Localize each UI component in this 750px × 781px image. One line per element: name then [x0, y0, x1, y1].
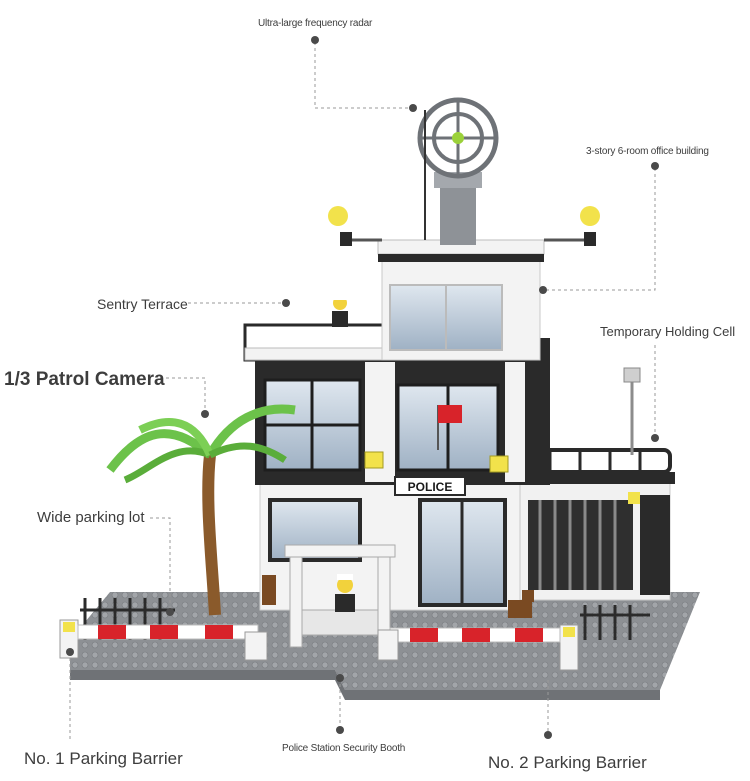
minifigure-icon [332, 295, 348, 327]
dog-icon [262, 575, 534, 618]
callout-holding: Temporary Holding Cell [600, 324, 736, 339]
callout-leaders [66, 36, 659, 742]
minifigure-icon [335, 574, 355, 612]
siren-light-icon [364, 451, 384, 469]
holding-cell [515, 367, 675, 601]
callout-parking: Wide parking lot [37, 509, 145, 526]
siren-light-icon [628, 492, 640, 504]
callout-sentry: Sentry Terrace [97, 296, 188, 312]
middle-floor: POLICE [255, 338, 550, 496]
callout-camera: 1/3 Patrol Camera [4, 369, 165, 390]
callout-radar: Ultra-large frequency radar [258, 18, 373, 29]
callout-office: 3-story 6-room office building [586, 146, 709, 157]
parking-barrier-1 [59, 619, 268, 661]
parking-barrier-2 [377, 624, 579, 671]
callout-barrier-2: No. 2 Parking Barrier [488, 753, 647, 772]
sentry-terrace [243, 295, 387, 362]
siren-light-icon [489, 455, 509, 473]
callout-barrier-1: No. 1 Parking Barrier [24, 749, 183, 768]
callout-booth: Police Station Security Booth [282, 743, 406, 754]
palm-tree-icon [106, 404, 296, 616]
radar-dish-icon [417, 97, 499, 245]
flag-icon [437, 405, 462, 450]
police-sign: POLICE [408, 480, 453, 494]
top-floor [377, 239, 545, 361]
siren-light-icon [328, 206, 600, 246]
